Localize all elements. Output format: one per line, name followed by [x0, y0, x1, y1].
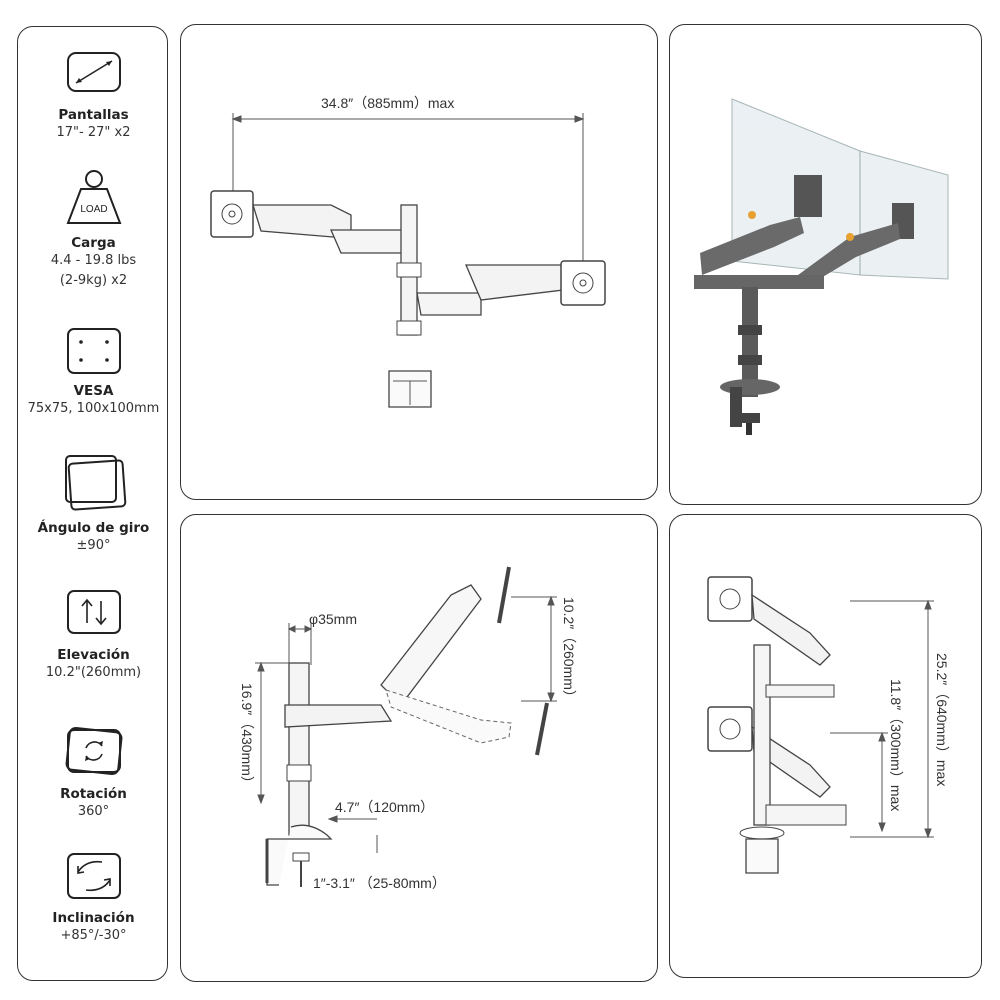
load-icon-text: LOAD	[80, 204, 107, 215]
load-weight-icon: LOAD	[66, 170, 121, 224]
product-render	[694, 98, 949, 435]
product-photo-panel	[669, 24, 982, 505]
pole-diameter-label: φ35mm	[309, 611, 357, 627]
spacing-label: 11.8″（300mm）max	[888, 679, 904, 812]
total-height-label: 25.2″（640mm）max	[934, 653, 950, 787]
spec-vesa: VESA 75x75, 100x100mm	[18, 323, 167, 419]
clamp-depth-label: 4.7″（120mm）	[335, 799, 435, 815]
side-view-diagram: φ35mm 10.2″（260mm） 16.9″（430mm） 4.7″（120…	[180, 514, 658, 982]
spec-value: ±90°	[76, 538, 111, 553]
screen-size-icon	[66, 52, 121, 92]
stacked-view-diagram: 25.2″（640mm）max 11.8″（300mm）max	[669, 514, 982, 978]
max-width-label: 34.8″（885mm）max	[321, 95, 455, 111]
spec-title: Pantallas	[58, 107, 129, 123]
swivel-angle-icon	[64, 455, 126, 511]
stacked-view-drawing	[707, 576, 934, 874]
pole-height-label: 16.9″（430mm）	[239, 683, 255, 790]
vesa-holes-icon	[66, 328, 121, 374]
spec-title: Carga	[71, 235, 116, 251]
spec-value: +85°/-30°	[60, 928, 127, 943]
elevation-arrows-icon	[66, 590, 121, 634]
top-view-drawing	[210, 113, 606, 408]
spec-title: Rotación	[60, 786, 127, 802]
top-view-diagram: 34.8″（885mm）max	[180, 24, 658, 500]
spec-elevation: Elevación 10.2"(260mm)	[18, 587, 167, 683]
spec-value: (2-9kg) x2	[59, 273, 128, 288]
spec-sidebar: Pantallas 17"- 27" x2 LOAD Carga 4.4 - 1…	[17, 26, 168, 981]
spec-value: 10.2"(260mm)	[45, 665, 142, 680]
spec-swivel: Ángulo de giro ±90°	[18, 450, 167, 556]
side-view-drawing	[255, 566, 557, 887]
spec-value: 75x75, 100x100mm	[27, 401, 160, 416]
rotation-icon	[65, 726, 122, 776]
spec-value: 360°	[77, 804, 110, 819]
tilt-icon	[66, 853, 121, 899]
spec-tilt: Inclinación +85°/-30°	[18, 850, 167, 946]
spec-title: Elevación	[57, 647, 130, 663]
spec-load: LOAD Carga 4.4 - 19.8 lbs (2-9kg) x2	[18, 169, 167, 291]
spec-title: Ángulo de giro	[37, 520, 150, 536]
spec-title: VESA	[73, 383, 114, 399]
desk-thickness-label: 1″-3.1″ （25-80mm）	[313, 875, 446, 891]
spec-value: 17"- 27" x2	[56, 125, 131, 140]
vertical-travel-label: 10.2″（260mm）	[561, 597, 577, 704]
spec-title: Inclinación	[52, 910, 135, 926]
spec-screens: Pantallas 17"- 27" x2	[18, 47, 167, 143]
spec-value: 4.4 - 19.8 lbs	[50, 253, 137, 268]
spec-rotation: Rotación 360°	[18, 722, 167, 822]
